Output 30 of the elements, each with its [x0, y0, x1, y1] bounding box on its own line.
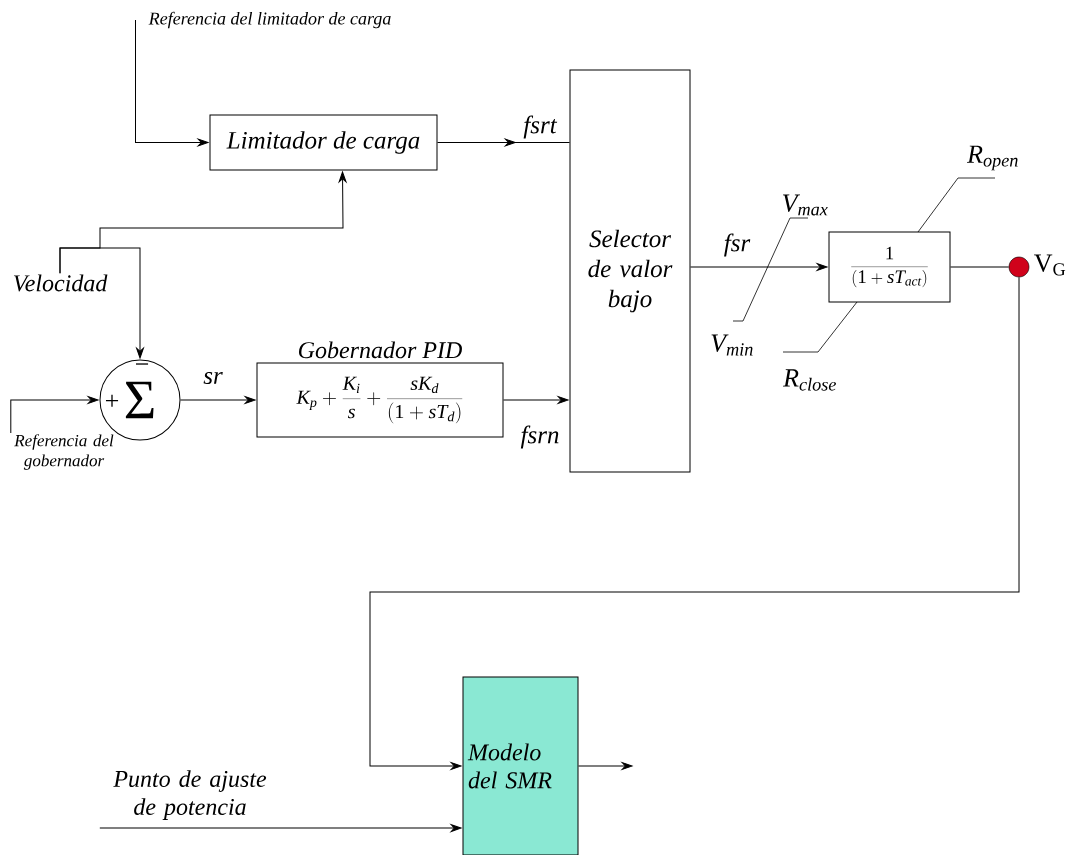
block-heading: Gobernador PID: [299, 341, 462, 359]
arrow: [180, 396, 256, 404]
arrow: [10, 396, 99, 434]
input-label: Velocidad: [13, 274, 108, 292]
input-label: Referencia del limitador de carga: [148, 11, 391, 29]
edge-label: fsrn: [519, 424, 561, 450]
arrow: [59, 247, 144, 359]
arrow: [503, 396, 569, 404]
edge-label: fsr: [722, 232, 752, 258]
arrow: [690, 263, 828, 271]
arrow: [369, 276, 1020, 770]
input-label: Punto de ajuste de potencia: [113, 770, 267, 820]
edge-label: sr: [202, 371, 224, 385]
arrow: [135, 19, 209, 147]
edge-label: fsrt: [522, 114, 558, 140]
limit-label: R$_{close}$: [783, 369, 836, 391]
block-box: $K_p+\frac{K_i}{s}+\frac{sK_d}{(1+sT_d)}$: [256, 362, 504, 438]
arrow: [99, 824, 462, 832]
sign-label: −: [135, 363, 149, 365]
input-label: Referencia del gobernador: [14, 434, 114, 470]
block-box: Limitador de carga: [209, 114, 438, 171]
block-box: $\frac{1}{(1+sT_{act})}$: [828, 231, 951, 303]
sign-label: V$_{G}$: [1034, 254, 1066, 276]
limit-label: V$_{max}$: [783, 194, 828, 216]
block-box: Modelo del SMR: [462, 676, 579, 855]
sign-label: +: [105, 394, 119, 407]
block-box: Selector de valor bajo: [569, 69, 691, 473]
arrow: [437, 138, 570, 147]
limit-label: R$_{open}$: [967, 145, 1018, 171]
arrow: [578, 762, 633, 770]
